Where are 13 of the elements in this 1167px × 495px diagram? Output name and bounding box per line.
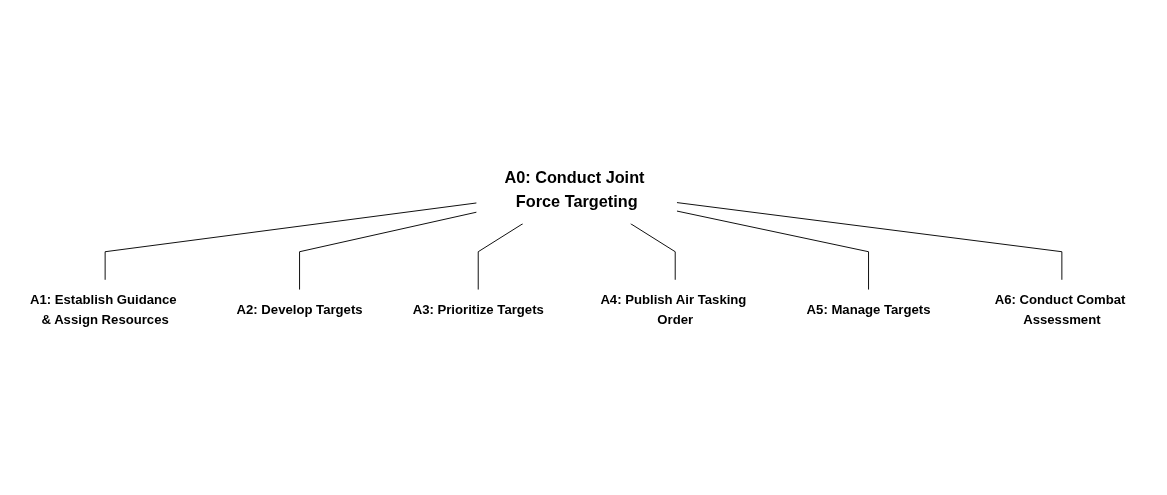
node-text: A2: Develop Targets xyxy=(236,302,363,317)
connector xyxy=(676,202,1063,281)
connector xyxy=(629,223,676,281)
node-text: A3: Prioritize Targets xyxy=(412,302,544,317)
connector xyxy=(104,202,478,281)
node-text: A1: Establish Guidance & Assign Resources xyxy=(29,292,177,327)
connector xyxy=(299,212,478,291)
node-text: A5: Manage Targets xyxy=(806,302,931,317)
node-text: A6: Conduct Combat Assessment xyxy=(994,292,1126,327)
node-text: A0: Conduct Joint Force Targeting xyxy=(504,168,645,212)
node-text: A4: Publish Air Tasking Order xyxy=(600,292,747,327)
connector xyxy=(477,223,524,291)
connector xyxy=(676,211,869,291)
